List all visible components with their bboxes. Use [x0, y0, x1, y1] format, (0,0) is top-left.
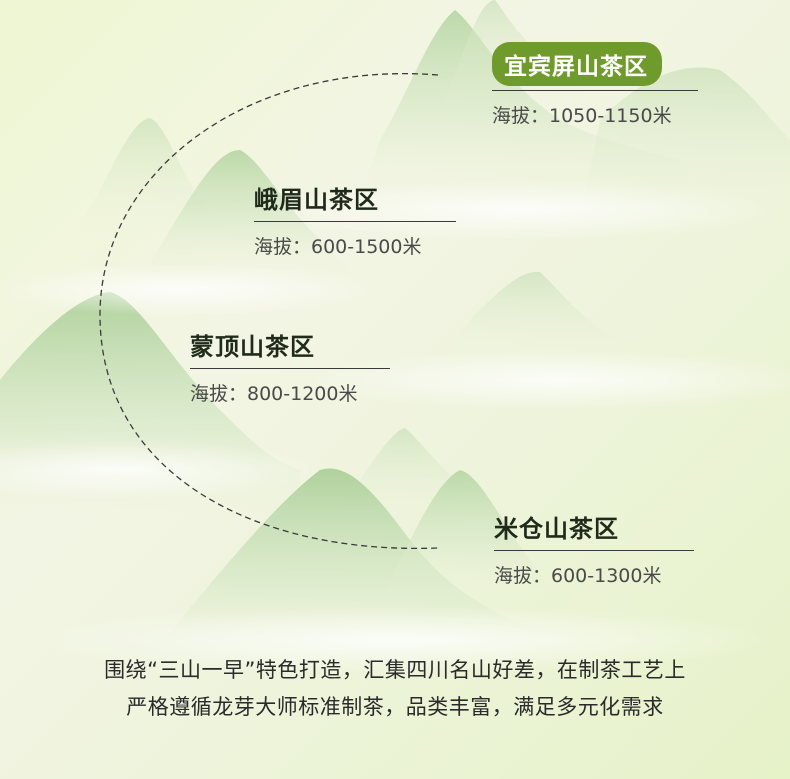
- mist-band: [0, 440, 320, 500]
- mountain-mid-left: [140, 150, 360, 280]
- region-altitude: 海拔：600-1300米: [494, 565, 662, 587]
- mist-band: [300, 350, 790, 410]
- mist-band: [0, 264, 380, 316]
- region-yibin-pingshan: 宜宾屏山茶区 海拔：1050-1150米: [492, 42, 698, 128]
- region-name: 蒙顶山茶区: [190, 327, 390, 369]
- region-name: 宜宾屏山茶区: [492, 42, 662, 86]
- region-altitude: 海拔：1050-1150米: [492, 105, 672, 127]
- divider: [492, 90, 698, 91]
- region-altitude: 海拔：800-1200米: [190, 383, 358, 405]
- mountain-lower-right: [380, 470, 560, 600]
- region-name: 峨眉山茶区: [254, 180, 456, 222]
- dashed-arc: [99, 73, 439, 550]
- description-line-1: 围绕“三山一早”特色打造，汇集四川名山好差，在制茶工艺上: [104, 658, 686, 682]
- mountain-mid-right: [440, 271, 680, 360]
- description-line-2: 严格遵循龙芽大师标准制茶，品类丰富，满足多元化需求: [126, 695, 664, 719]
- region-mengdingshan: 蒙顶山茶区 海拔：800-1200米: [190, 327, 390, 406]
- mist-band: [260, 180, 780, 240]
- region-altitude: 海拔：600-1500米: [254, 236, 422, 258]
- mist-band: [20, 606, 780, 674]
- region-emeishan: 峨眉山茶区 海拔：600-1500米: [254, 180, 456, 259]
- region-micangshan: 米仓山茶区 海拔：600-1300米: [494, 509, 694, 588]
- region-name: 米仓山茶区: [494, 509, 694, 551]
- description-text: 围绕“三山一早”特色打造，汇集四川名山好差，在制茶工艺上 严格遵循龙芽大师标准制…: [0, 652, 790, 726]
- mountain-top-far-right: [580, 67, 790, 220]
